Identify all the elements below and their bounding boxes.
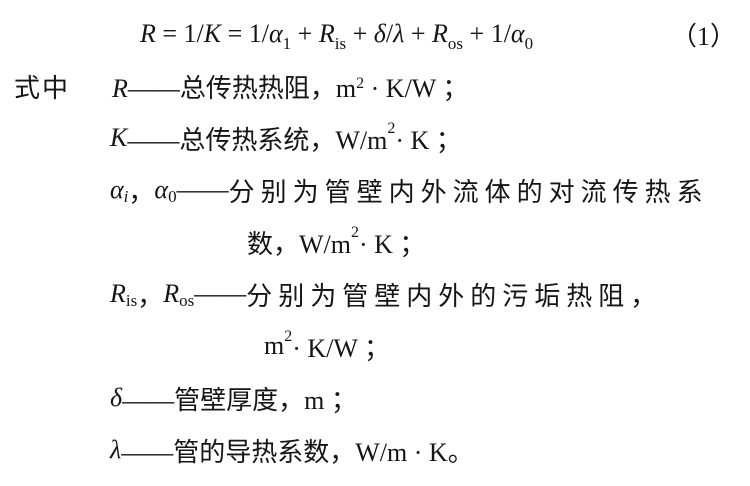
equation-row: R = 1/K = 1/α1 + Ris + δ/λ + Ros + 1/α0 … (0, 8, 750, 60)
where-label: 式中 (14, 73, 71, 103)
heat-transfer-equation: R = 1/K = 1/α1 + Ris + δ/λ + Ros + 1/α0 (140, 19, 534, 53)
definition-line-lambda: λ——管的导热系数，W/m · K。 (110, 435, 474, 467)
equation-number: （1） (670, 21, 736, 51)
definition-r-text: R——总传热热阻，m2 · K/W ； (112, 73, 469, 103)
definition-line-delta: δ——管壁厚度，m ； (110, 383, 357, 415)
definition-line-r: 式中 R——总传热热阻，m2 · K/W ； (0, 60, 750, 112)
